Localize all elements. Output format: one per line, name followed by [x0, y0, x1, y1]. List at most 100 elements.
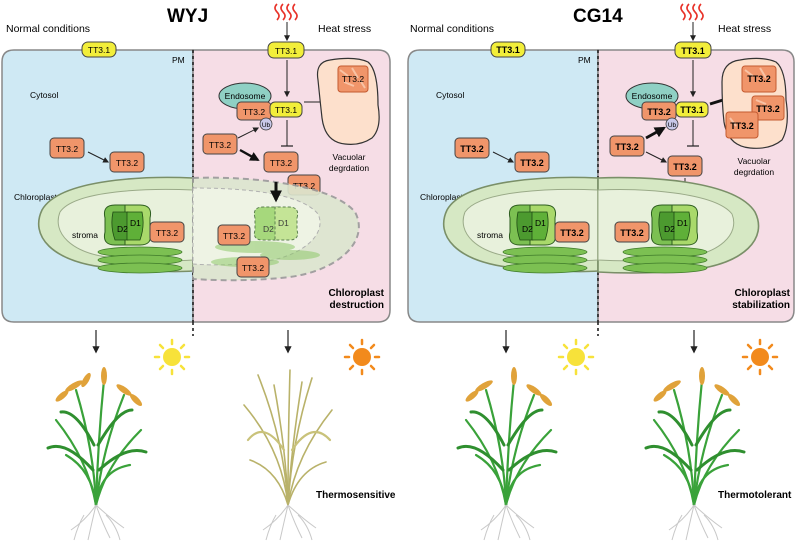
svg-text:TT3.2: TT3.2 — [56, 144, 78, 154]
panel-title: CG14 — [573, 6, 623, 27]
cytosol-label: Cytosol — [30, 90, 58, 100]
ubiquitin-icon: Ub — [259, 117, 273, 131]
svg-text:TT3.2: TT3.2 — [747, 74, 771, 84]
chloroplast-label: Chloroplast — [420, 192, 464, 202]
svg-text:D2: D2 — [263, 224, 274, 234]
import-arrow — [239, 148, 260, 162]
svg-text:TT3.2: TT3.2 — [460, 144, 484, 154]
psii-complex: D2 D1 — [651, 204, 698, 246]
tt31-protein: TT3.1 — [675, 101, 709, 118]
heat-wave-icon — [274, 3, 298, 21]
tt32-protein: TT3.2 — [236, 101, 272, 121]
outcome-label: Chloroplast — [734, 288, 790, 299]
tt31-protein: TT3.1 — [269, 101, 303, 118]
stroma-label: stroma — [477, 230, 503, 240]
svg-text:TT3.1: TT3.1 — [275, 105, 297, 115]
normal-conditions-label: Normal conditions — [6, 23, 90, 35]
degradation-label: degrdation — [329, 163, 369, 173]
outcome-label-2: destruction — [330, 300, 384, 311]
svg-text:TT3.2: TT3.2 — [615, 142, 639, 152]
cytosol-label: Cytosol — [436, 90, 464, 100]
rice-plant-icon — [243, 369, 333, 541]
tt32-protein: TT3.2 — [109, 151, 145, 173]
tt32-protein: TT3.2 — [641, 101, 677, 121]
svg-text:TT3.2: TT3.2 — [156, 228, 178, 238]
svg-text:TT3.1: TT3.1 — [88, 45, 110, 55]
import-arrow — [645, 151, 668, 163]
sun-icon — [741, 338, 779, 376]
chloroplast-label: Chloroplast — [14, 192, 58, 202]
svg-text:TT3.2: TT3.2 — [620, 228, 644, 238]
outcome-label-2: stabilization — [732, 300, 790, 311]
svg-text:TT3.2: TT3.2 — [270, 158, 292, 168]
svg-text:TT3.2: TT3.2 — [756, 104, 780, 114]
degradation-label: degrdation — [734, 167, 774, 177]
heat-stress-label: Heat stress — [318, 23, 371, 35]
rice-plant-icon — [46, 367, 148, 541]
thylakoid-stack — [97, 246, 183, 274]
svg-text:Ub: Ub — [262, 122, 271, 129]
svg-text:TT3.1: TT3.1 — [680, 105, 704, 115]
svg-text:TT3.2: TT3.2 — [242, 263, 264, 273]
tt32-protein: TT3.2 — [667, 155, 703, 177]
vacuolar-label: Vacuolar — [333, 152, 366, 162]
psii-complex: D2 D1 — [253, 206, 299, 241]
panel-title: WYJ — [167, 6, 208, 27]
tt32-protein: TT3.2 — [49, 137, 85, 159]
svg-text:D1: D1 — [535, 218, 546, 228]
svg-text:Ub: Ub — [668, 122, 677, 129]
tt31-protein: TT3.1 — [490, 41, 526, 58]
phenotype-label: Thermotolerant — [718, 490, 792, 501]
endosome-label: Endosome — [632, 91, 673, 101]
endosome-label: Endosome — [225, 91, 266, 101]
pm-label: PM — [172, 55, 185, 65]
tt32-protein: TT3.2 — [554, 221, 590, 243]
svg-text:D2: D2 — [117, 224, 128, 234]
tt32-protein: TT3.2 — [217, 224, 251, 246]
svg-text:D1: D1 — [130, 218, 141, 228]
svg-text:TT3.2: TT3.2 — [520, 158, 544, 168]
tt32-protein: TT3.2 — [236, 256, 270, 278]
svg-text:TT3.2: TT3.2 — [342, 74, 364, 84]
svg-text:TT3.1: TT3.1 — [496, 45, 520, 55]
ubiquitination-arrow — [645, 126, 666, 140]
svg-text:D1: D1 — [278, 218, 289, 228]
ubiquitination-arrow — [237, 127, 260, 139]
ubiquitin-icon: Ub — [665, 117, 679, 131]
tt32-protein: TT3.2 — [614, 221, 650, 243]
sun-icon — [343, 338, 381, 376]
svg-text:TT3.2: TT3.2 — [223, 231, 245, 241]
pm-label: PM — [578, 55, 591, 65]
heat-wave-icon — [680, 3, 704, 21]
thylakoid-stack — [622, 246, 708, 274]
thylakoid-stack — [502, 246, 588, 274]
rice-plant-icon — [644, 367, 746, 541]
svg-text:D2: D2 — [664, 224, 675, 234]
svg-text:TT3.2: TT3.2 — [730, 121, 754, 131]
vacuolar-label: Vacuolar — [738, 156, 771, 166]
svg-text:D1: D1 — [677, 218, 688, 228]
svg-text:TT3.2: TT3.2 — [243, 107, 265, 117]
psii-complex: D2 D1 — [104, 204, 151, 246]
sun-icon — [557, 338, 595, 376]
rice-plant-icon — [456, 367, 558, 541]
psii-complex: D2 D1 — [509, 204, 556, 246]
svg-text:TT3.2: TT3.2 — [293, 181, 315, 191]
sun-icon — [153, 338, 191, 376]
tt32-protein: TT3.2 — [202, 133, 238, 155]
transport-arrow — [492, 151, 515, 163]
tt31-protein: TT3.1 — [674, 41, 712, 59]
panel-wyj: Normal conditions WYJ Heat stress PM Cyt… — [1, 3, 396, 541]
tt31-protein: TT3.1 — [267, 41, 305, 59]
svg-text:TT3.2: TT3.2 — [209, 140, 231, 150]
tt32-protein: TT3.2 — [514, 151, 550, 173]
svg-text:TT3.1: TT3.1 — [681, 46, 705, 56]
tt32-protein: TT3.2 — [454, 137, 490, 159]
tt32-protein: TT3.2 — [609, 135, 645, 157]
vacuole: TT3.2 TT3.2 TT3.2 — [721, 57, 788, 149]
normal-conditions-label: Normal conditions — [410, 23, 494, 35]
svg-text:TT3.2: TT3.2 — [560, 228, 584, 238]
svg-text:D2: D2 — [522, 224, 533, 234]
phenotype-label: Thermosensitive — [316, 490, 396, 501]
